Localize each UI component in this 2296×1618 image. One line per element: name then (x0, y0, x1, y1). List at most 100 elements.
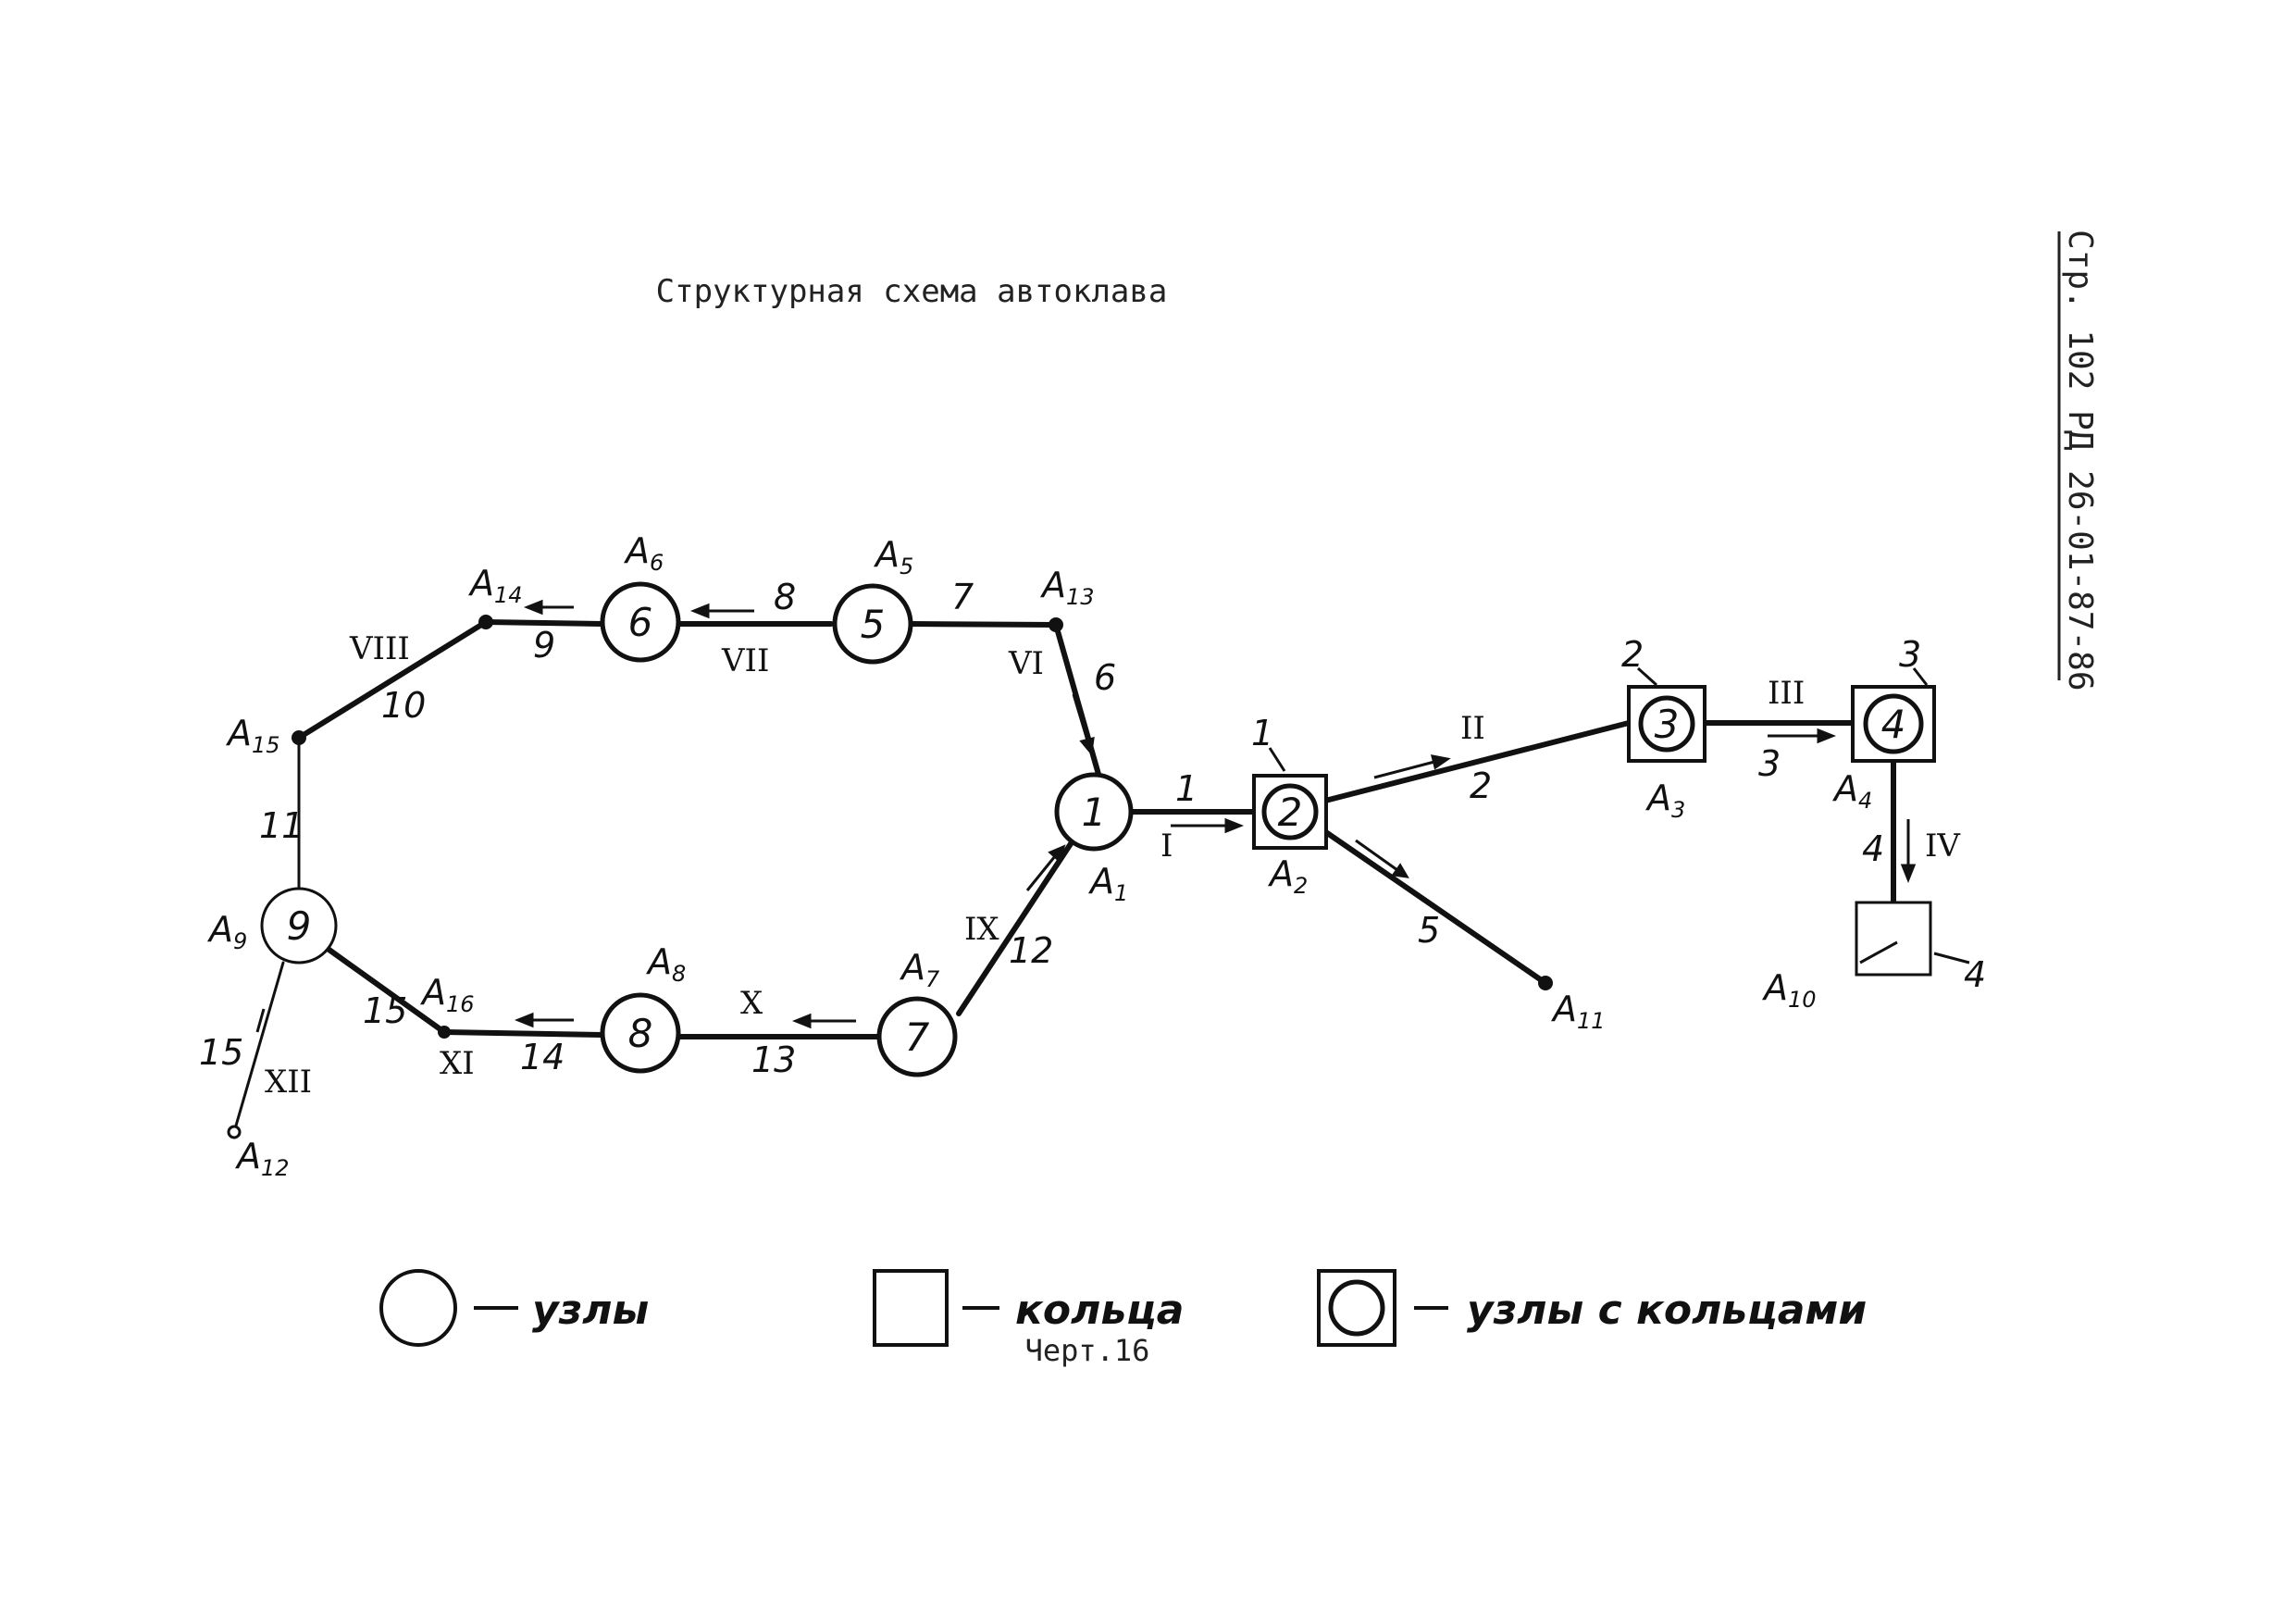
label-A3-sub: 3 (1671, 797, 1685, 823)
label-A16-sub: 16 (446, 991, 475, 1017)
point-A16-dot (438, 1026, 451, 1039)
legend-text-nodes-with-rings: узлы с кольцами (1467, 1287, 1867, 1334)
label-A14: A14 (467, 563, 523, 608)
label-A15: A15 (225, 713, 280, 758)
edge-7-number: 7 (951, 577, 974, 617)
edge-7 (908, 621, 1059, 628)
edge-4-roman: IV (1925, 828, 1961, 865)
roman-labels: I II III IV VI VII VIII IX X XI XII (265, 630, 1961, 1101)
label-A2-sub: 2 (1294, 873, 1308, 899)
edge-10-number: 10 (381, 685, 426, 726)
edge-15b-number: 15 (199, 1032, 243, 1073)
edge-2-number: 2 (1470, 765, 1492, 806)
node-4-number: 4 (1881, 702, 1906, 747)
arrow-5 (1355, 839, 1398, 872)
point-A11-dot (1538, 976, 1553, 990)
edge-15b-roman: XII (265, 1064, 312, 1101)
edge-6 (1053, 622, 1102, 780)
node-9-number: 9 (287, 903, 312, 949)
edge-1-roman: I (1160, 828, 1173, 865)
node-6-number: 6 (628, 600, 653, 645)
node-9-circle (260, 887, 338, 965)
flow-arrows (255, 599, 1917, 1033)
legend-text-rings: кольца (1015, 1287, 1184, 1334)
edge-9 (483, 619, 604, 627)
legend-circle-icon (379, 1269, 457, 1347)
label-A4-sub: 4 (1858, 788, 1872, 814)
point-A14-dot (478, 615, 493, 629)
ring-numbers: 1 2 3 4 (1251, 634, 1986, 995)
edge-15-roman: XI (440, 1045, 475, 1082)
node-8-number: 8 (628, 1011, 653, 1056)
node-1-circle (1054, 772, 1134, 852)
point-labels: A1 A2 A3 A4 A5 A6 A7 A8 A9 A10 A11 A12 A… (206, 530, 1872, 1181)
label-A8: A8 (645, 941, 686, 987)
ring-number-n2: 1 (1251, 713, 1273, 753)
edge-14 (441, 1029, 604, 1038)
edges (232, 619, 1896, 1134)
label-A5-sub: 5 (900, 554, 913, 579)
point-A15-dot (292, 730, 306, 745)
label-A13-sub: 13 (1066, 584, 1095, 610)
label-A16: A16 (419, 972, 475, 1017)
node-1-number: 1 (1082, 790, 1107, 835)
label-A10: A10 (1761, 967, 1817, 1013)
label-A9: A9 (206, 909, 247, 954)
legend-text-nodes: узлы (532, 1287, 649, 1334)
label-A9-sub: 9 (233, 928, 247, 954)
edge-15b (232, 961, 285, 1134)
label-A5: A5 (873, 534, 913, 579)
edge-3-number: 3 (1758, 743, 1781, 784)
edge-4-number: 4 (1862, 828, 1884, 869)
node-7-number: 7 (905, 1014, 930, 1060)
label-A8-sub: 8 (672, 961, 686, 987)
node-4-circle (1863, 693, 1924, 754)
diagram-title: Структурная схема автоклава (656, 273, 1168, 310)
edge-9-number: 9 (533, 625, 555, 666)
label-A12: A12 (234, 1136, 290, 1181)
point-A12-dot (227, 1125, 242, 1139)
legend: узлы кольца узлы с кольцами (379, 1269, 1867, 1347)
edge-6-roman: VI (1008, 645, 1044, 682)
edge-10 (296, 619, 489, 741)
node-8-circle (600, 992, 681, 1074)
label-A7: A7 (899, 947, 940, 992)
label-A2: A2 (1267, 853, 1308, 899)
node-3-number: 3 (1655, 702, 1680, 747)
nodes (260, 581, 1936, 1077)
edge-2 (1322, 720, 1632, 803)
edge-1-number: 1 (1175, 768, 1198, 809)
edge-6-number: 6 (1094, 657, 1116, 698)
ring-4-square (1855, 901, 1932, 977)
label-A6: A6 (623, 530, 664, 576)
label-A15-sub: 15 (252, 732, 280, 758)
arrow-II (1373, 760, 1435, 779)
node-6-circle (600, 581, 681, 663)
edge-11-number: 11 (259, 805, 304, 846)
point-dots (227, 615, 1553, 1139)
arrow-XII (255, 1008, 266, 1033)
edge-12-number: 12 (1009, 930, 1053, 971)
label-A11-sub: 11 (1577, 1008, 1606, 1034)
node-7-circle (876, 996, 958, 1077)
edge-2-roman: II (1460, 710, 1485, 747)
edge-numbers: 1 2 3 4 5 6 7 8 9 10 11 12 13 14 15 15 (199, 577, 1884, 1080)
page-code: Стр. 102 РД 26-01-87-86 (2061, 230, 2099, 691)
edge-13-roman: X (740, 985, 763, 1022)
label-A4: A4 (1831, 768, 1872, 814)
legend-item-nodes: узлы (379, 1269, 649, 1347)
label-A12-sub: 12 (261, 1155, 290, 1181)
ring-number-r4: 4 (1964, 954, 1986, 995)
edge-8-roman: VII (721, 642, 769, 679)
edge-15 (321, 943, 447, 1035)
arrow-VI (1072, 693, 1089, 741)
label-A11: A11 (1550, 989, 1606, 1034)
edge-14-number: 14 (520, 1037, 565, 1077)
legend-square-icon (873, 1269, 949, 1347)
node-3-circle (1638, 695, 1695, 753)
node-2-number: 2 (1278, 790, 1303, 835)
figure-caption: Черт.16 (1025, 1333, 1150, 1368)
node-2-circle (1261, 783, 1319, 840)
label-A14-sub: 14 (494, 582, 523, 608)
edge-15-number: 15 (363, 990, 407, 1031)
